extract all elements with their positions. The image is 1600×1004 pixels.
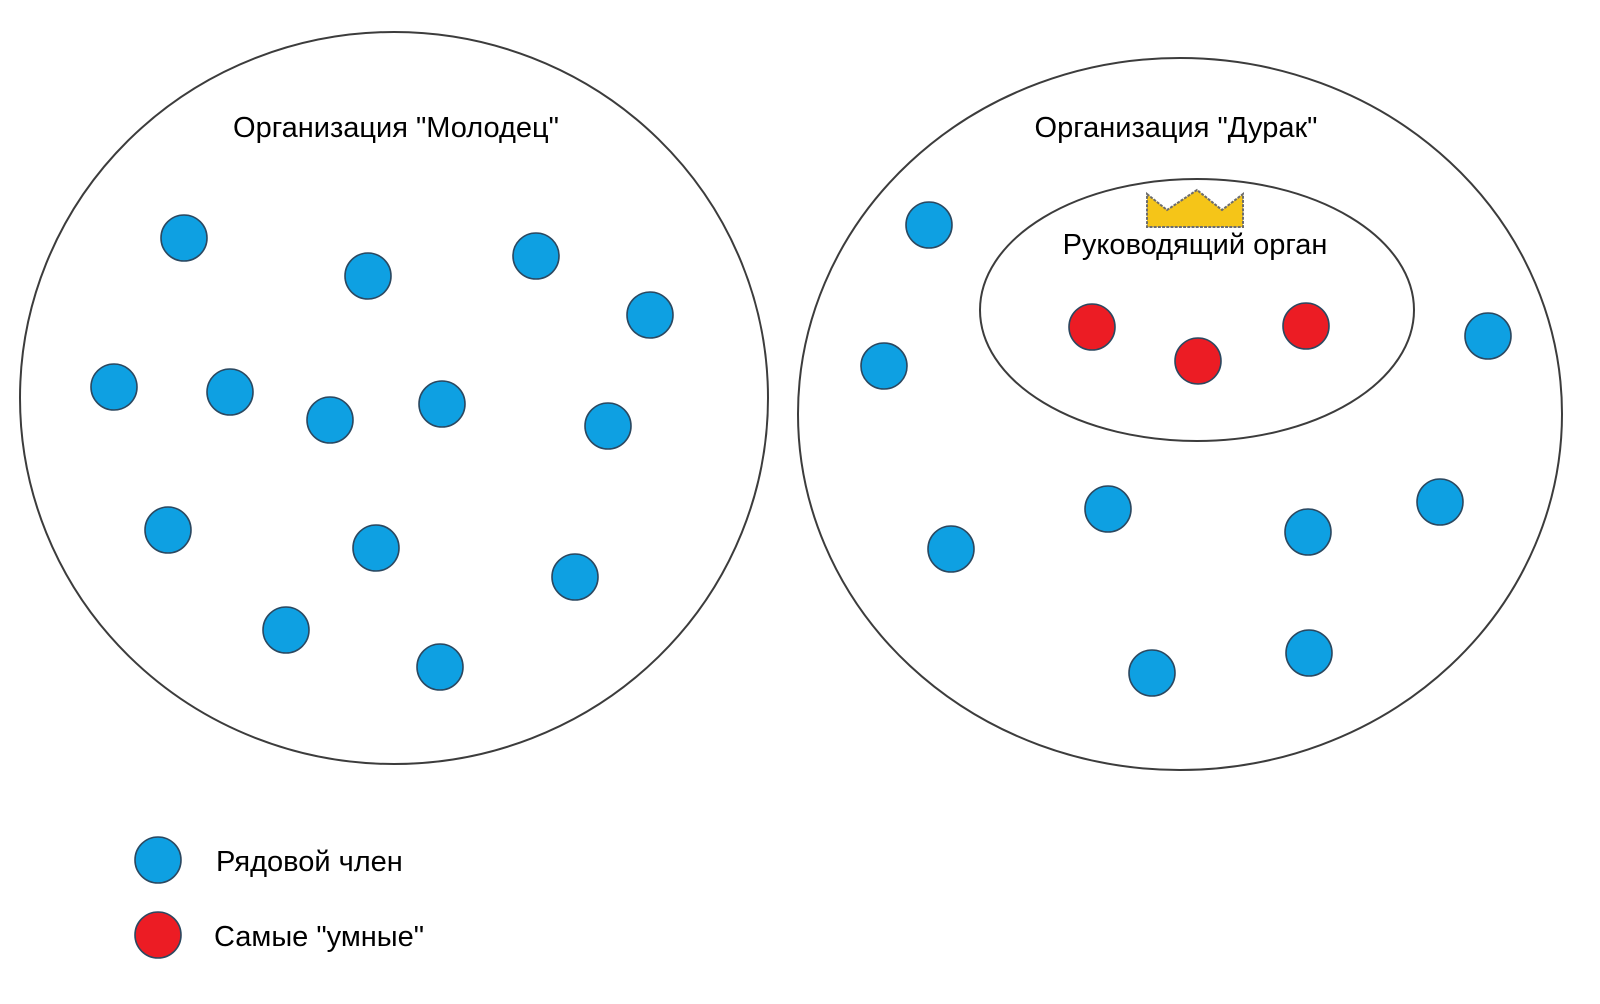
member-dot: [144, 506, 192, 554]
member-dot: [344, 252, 392, 300]
organization-durak-title: Организация "Дурак": [1035, 112, 1318, 144]
organization-molodets-members: [90, 214, 674, 691]
member-dot: [90, 363, 138, 411]
member-dot: [905, 201, 953, 249]
crown-icon: [1146, 188, 1244, 228]
member-dot: [512, 232, 560, 280]
member-dot: [626, 291, 674, 339]
governing-body-leaders: [1068, 302, 1330, 385]
organization-durak-members: [860, 201, 1512, 697]
legend-leader-swatch: [134, 911, 182, 959]
leader-dot: [1282, 302, 1330, 350]
member-dot: [860, 342, 908, 390]
organization-durak-boundary: [797, 57, 1563, 771]
governing-body-boundary: [979, 178, 1415, 442]
member-dot: [1284, 508, 1332, 556]
member-dot: [1464, 312, 1512, 360]
member-dot: [306, 396, 354, 444]
member-dot: [206, 368, 254, 416]
governing-body-title: Руководящий орган: [1063, 229, 1328, 261]
member-dot: [1285, 629, 1333, 677]
member-dot: [416, 643, 464, 691]
legend-item-member: Рядовой член: [134, 836, 403, 884]
organization-molodets: Организация "Молодец": [19, 31, 769, 765]
organization-molodets-title: Организация "Молодец": [233, 112, 559, 144]
member-dot: [1128, 649, 1176, 697]
organization-molodets-boundary: [19, 31, 769, 765]
member-dot: [1416, 478, 1464, 526]
member-dot: [551, 553, 599, 601]
governing-body: Руководящий орган: [979, 178, 1415, 442]
member-dot: [352, 524, 400, 572]
legend-item-leader: Самые "умные": [134, 911, 424, 959]
organization-durak: Организация "Дурак" Руководящий орган: [797, 57, 1563, 771]
legend-leader-label: Самые "умные": [214, 921, 424, 953]
leader-dot: [1174, 337, 1222, 385]
member-dot: [262, 606, 310, 654]
legend-member-swatch: [134, 836, 182, 884]
leader-dot: [1068, 303, 1116, 351]
member-dot: [584, 402, 632, 450]
member-dot: [418, 380, 466, 428]
member-dot: [927, 525, 975, 573]
member-dot: [1084, 485, 1132, 533]
member-dot: [160, 214, 208, 262]
legend: Рядовой член Самые "умные": [134, 836, 424, 959]
legend-member-label: Рядовой член: [216, 846, 403, 878]
